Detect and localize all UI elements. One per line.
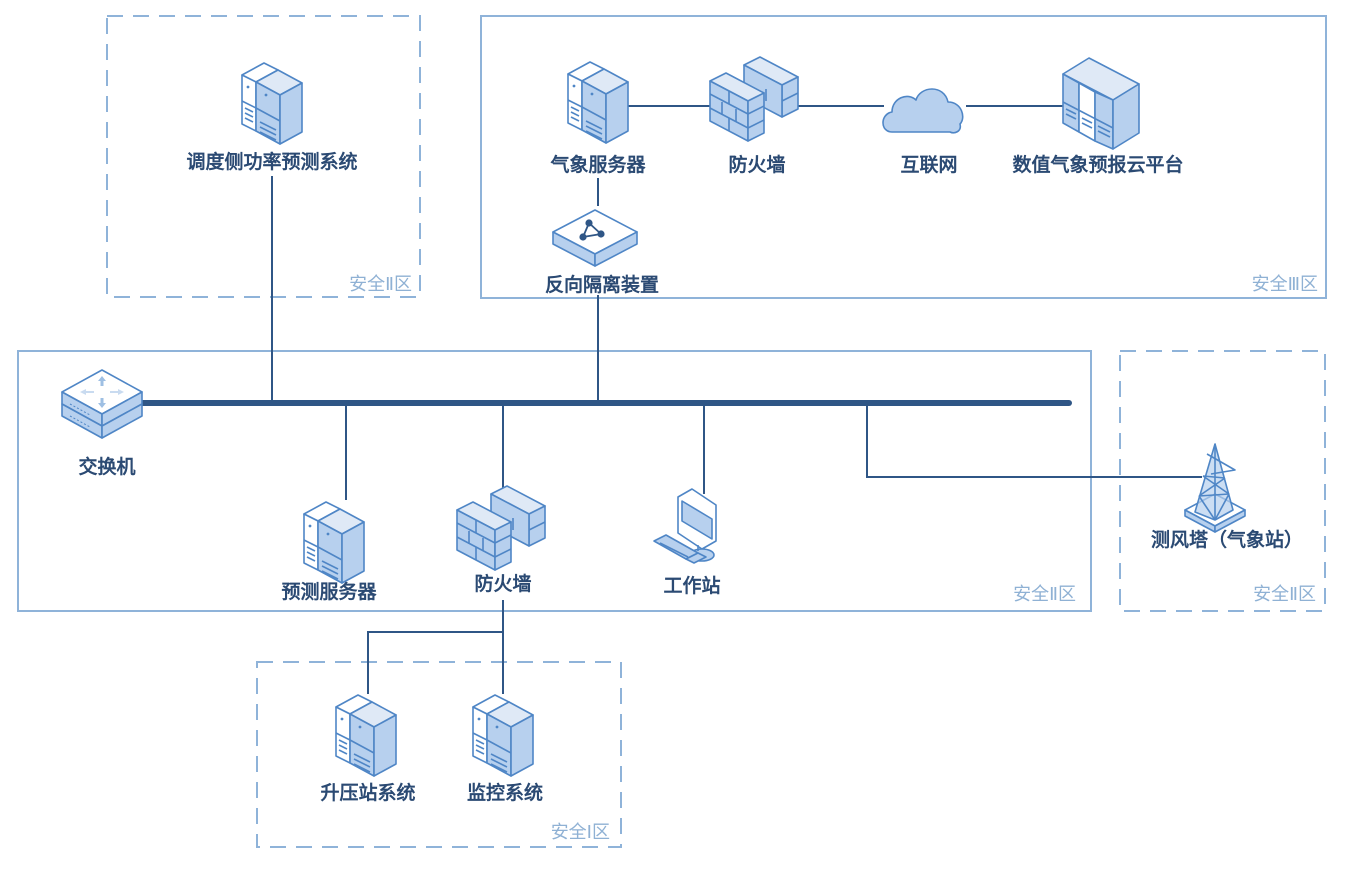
workstation-icon [653, 488, 717, 564]
zone-label: 安全Ⅰ区 [551, 822, 610, 843]
zone-tower: 安全Ⅱ区 [1119, 350, 1326, 612]
firewall-icon [456, 485, 546, 571]
firewall-icon [709, 56, 799, 142]
link-firewall-to-substation [367, 631, 503, 694]
node-label: 交换机 [78, 455, 135, 478]
zone-main: 安全Ⅱ区 [17, 350, 1092, 612]
node-weather-server[interactable]: 气象服务器 [549, 61, 646, 176]
node-firewall-top[interactable]: 防火墙 [709, 56, 799, 176]
node-label: 互联网 [900, 154, 957, 176]
node-workstation[interactable]: 工作站 [653, 488, 721, 597]
zone-label: 安全Ⅱ区 [1253, 584, 1316, 605]
node-label: 反向隔离装置 [545, 273, 659, 296]
zone-control: 安全Ⅰ区 [256, 661, 622, 848]
node-label: 监控系统 [467, 781, 543, 804]
node-firewall-mid[interactable]: 防火墙 [456, 485, 546, 595]
node-substation-system[interactable]: 升压站系统 [320, 694, 416, 804]
node-nwp-cloud[interactable]: 数值气象预报云平台 [1012, 57, 1184, 176]
server-cluster-icon [1062, 57, 1140, 150]
server-icon [472, 694, 534, 777]
zone-label: 安全Ⅱ区 [349, 274, 412, 295]
node-internet[interactable]: 互联网 [882, 88, 964, 176]
node-label: 测风塔（气象站） [1151, 528, 1303, 551]
zone-internet: 安全Ⅲ区 [480, 15, 1327, 299]
node-met-tower[interactable]: 测风塔（气象站） [1151, 443, 1303, 551]
link-tower-to-bus [866, 403, 1202, 478]
node-label: 升压站系统 [320, 781, 415, 804]
isolation-device-icon [552, 209, 638, 267]
server-icon [303, 501, 365, 584]
node-label: 气象服务器 [549, 153, 646, 176]
node-label: 预测服务器 [281, 580, 377, 603]
zone-label: 安全Ⅱ区 [1013, 584, 1076, 605]
switch-icon [61, 369, 143, 439]
node-switch[interactable]: 交换机 [61, 369, 143, 478]
node-dispatch-forecast[interactable]: 调度侧功率预测系统 [186, 62, 358, 173]
wind-tower-icon [1184, 443, 1246, 533]
zone-dispatch: 安全Ⅱ区 [106, 15, 421, 298]
node-reverse-isolation[interactable]: 反向隔离装置 [545, 209, 659, 296]
node-label: 数值气象预报云平台 [1012, 153, 1183, 176]
links [137, 105, 1202, 694]
node-monitoring-system[interactable]: 监控系统 [467, 694, 543, 804]
node-label: 调度侧功率预测系统 [186, 150, 357, 173]
node-label: 防火墙 [474, 572, 531, 595]
server-icon [335, 694, 397, 777]
server-icon [241, 62, 303, 145]
node-forecast-server[interactable]: 预测服务器 [281, 501, 377, 603]
node-label: 工作站 [663, 574, 720, 597]
server-icon [567, 61, 629, 144]
zone-label: 安全Ⅲ区 [1252, 274, 1318, 295]
cloud-icon [882, 88, 964, 134]
node-label: 防火墙 [728, 153, 785, 176]
